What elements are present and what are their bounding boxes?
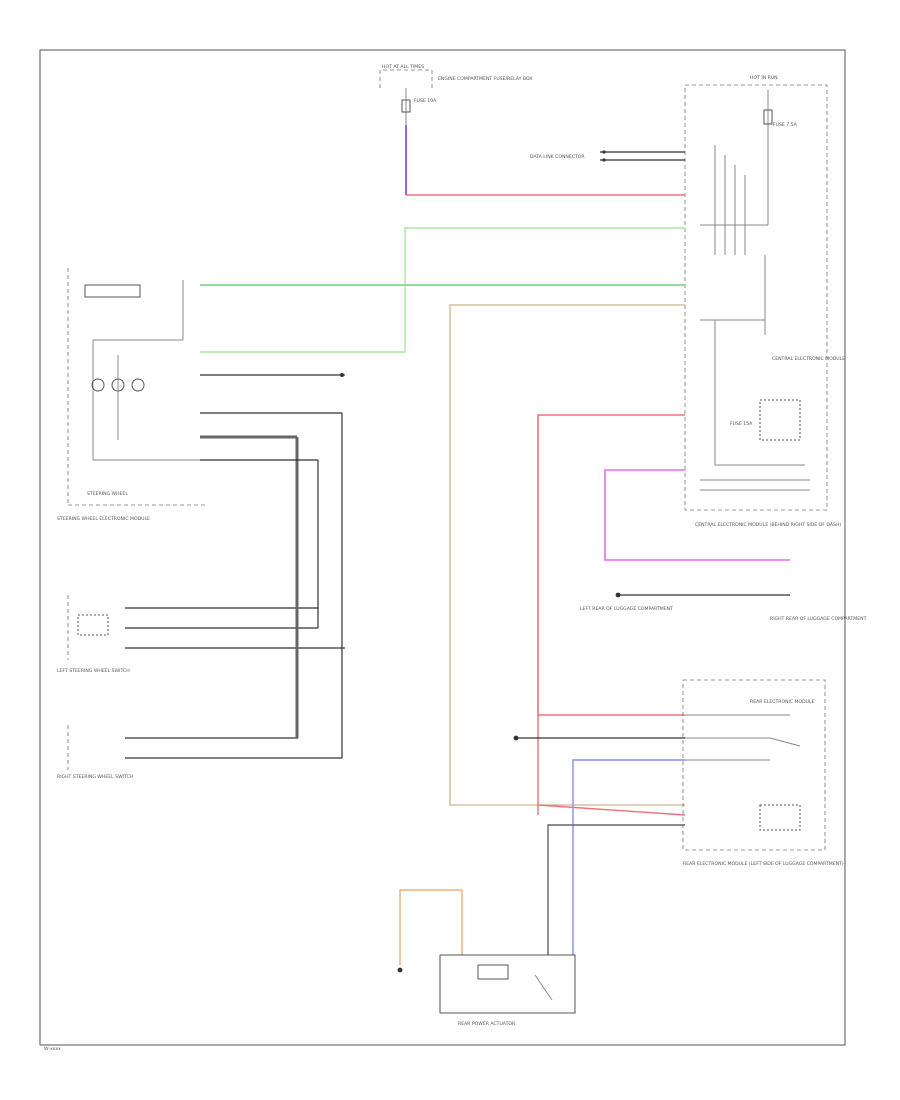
data-link-label: DATA LINK CONNECTOR	[530, 154, 585, 160]
steering-wheel-label: STEERING WHEEL	[87, 491, 128, 497]
central-module-bottom-label: CENTRAL ELECTRONIC MODULE (BEHIND RIGHT …	[695, 522, 841, 528]
top-fuse-block: HOT AT ALL TIMES FUSE 10A ENGINE COMPART…	[379, 64, 532, 125]
left-switch-label: LEFT STEERING WHEEL SWITCH	[57, 668, 130, 674]
diagram-frame	[39, 49, 846, 1046]
right-switch-label: RIGHT STEERING WHEEL SWITCH	[57, 774, 133, 780]
right-hot-label: HOT IN RUN	[750, 75, 778, 81]
steering-harness-wires	[200, 412, 343, 758]
right-fuse-label: FUSE 7.5A	[773, 122, 798, 128]
left-rear-ground-label: LEFT REAR OF LUGGAGE COMPARTMENT	[580, 606, 673, 612]
wire-actuator-b	[399, 889, 463, 965]
wire-red-mid	[537, 414, 685, 716]
data-link-connector: DATA LINK CONNECTOR	[530, 150, 685, 162]
wire-red-low	[537, 804, 686, 816]
rear-actuator-label: REAR POWER ACTUATOR	[458, 1021, 516, 1027]
top-fuse-desc: ENGINE COMPARTMENT FUSE/RELAY BOX	[438, 76, 532, 82]
rear-module-box: REAR ELECTRONIC MODULE REAR ELECTRONIC M…	[682, 679, 844, 867]
fuse-bottom-label: FUSE 15A	[730, 421, 753, 427]
central-module-label: CENTRAL ELECTRONIC MODULE	[772, 356, 845, 362]
wire-light-green	[200, 227, 685, 353]
left-steering-switch: LEFT STEERING WHEEL SWITCH	[57, 595, 345, 674]
wire-actuator-a	[547, 824, 685, 955]
wire-magenta	[604, 469, 790, 561]
central-module-box: HOT IN RUN FUSE 7.5A CENTRAL ELECTRONIC …	[684, 75, 845, 528]
wire-tan	[449, 304, 685, 806]
footer-code: W-xxxx	[44, 1046, 61, 1052]
rear-module-label: REAR ELECTRONIC MODULE	[750, 699, 815, 705]
top-hot-label: HOT AT ALL TIMES	[382, 64, 424, 70]
right-steering-switch: RIGHT STEERING WHEEL SWITCH	[57, 725, 342, 780]
steering-wheel-block: STEERING WHEEL STEERING WHEEL ELECTRONIC…	[57, 268, 205, 522]
wire-blue	[572, 759, 685, 955]
rear-module-desc: REAR ELECTRONIC MODULE (LEFT SIDE OF LUG…	[683, 861, 844, 867]
right-ground-label: RIGHT REAR OF LUGGAGE COMPARTMENT	[770, 616, 867, 622]
steering-wheel-module-label: STEERING WHEEL ELECTRONIC MODULE	[57, 516, 150, 522]
rear-actuator-box: REAR POWER ACTUATOR	[439, 954, 576, 1027]
top-fuse-label: FUSE 10A	[414, 98, 437, 104]
